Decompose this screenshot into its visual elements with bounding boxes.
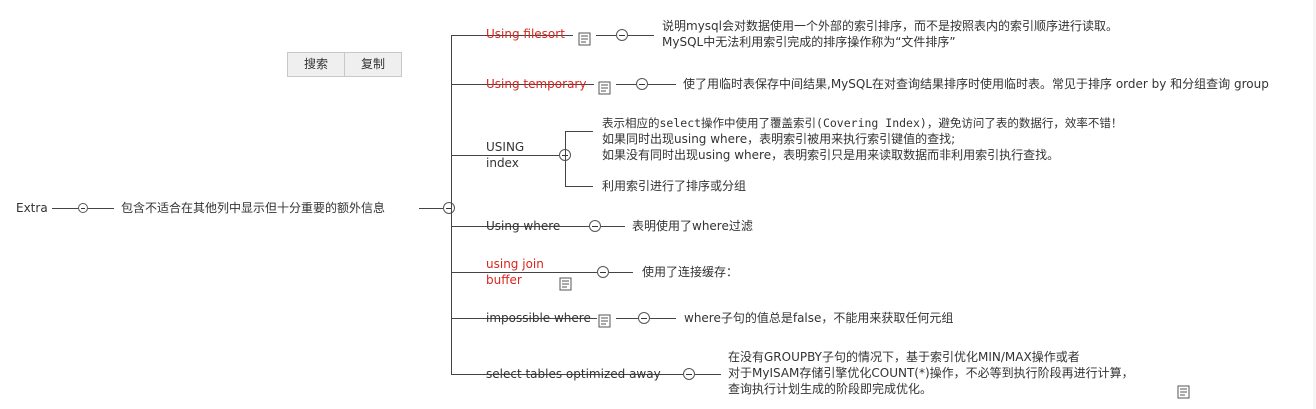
branch-using-join-buffer[interactable]: using join bbox=[486, 257, 544, 271]
collapse-icon[interactable] bbox=[589, 220, 601, 232]
connector bbox=[601, 226, 625, 227]
collapse-icon[interactable] bbox=[638, 312, 650, 324]
branch-using-join-buffer-line2[interactable]: buffer bbox=[486, 273, 522, 287]
branch-using-index[interactable]: USING bbox=[486, 140, 525, 154]
branch-description-line: 说明mysql会对数据使用一个外部的索引排序，而不是按照表内的索引顺序进行读取。 bbox=[662, 19, 1118, 33]
connector bbox=[695, 374, 721, 375]
vertical-scrollbar[interactable] bbox=[1313, 0, 1316, 409]
branch-impossible-where[interactable]: impossible where bbox=[486, 311, 591, 325]
copy-button[interactable]: 复制 bbox=[360, 57, 385, 71]
center-node[interactable]: 包含不适合在其他列中显示但十分重要的额外信息 bbox=[121, 201, 386, 215]
collapse-icon[interactable] bbox=[597, 266, 609, 278]
note-icon[interactable] bbox=[578, 32, 592, 46]
branch-description-line: 如果没有同时出现using where，表明索引只是用来读取数据而非利用索引执行… bbox=[602, 148, 1060, 162]
branch-description-line: where子句的值总是false，不能用来获取任何元组 bbox=[684, 311, 954, 325]
connector bbox=[451, 155, 559, 156]
connector bbox=[451, 272, 597, 273]
connector bbox=[616, 318, 638, 319]
branch-description-line: 使用了连接缓存： bbox=[642, 265, 739, 279]
branch-using-where[interactable]: Using where bbox=[486, 219, 561, 233]
connector bbox=[451, 226, 589, 227]
note-icon[interactable] bbox=[598, 81, 612, 95]
connector bbox=[609, 272, 633, 273]
connector bbox=[451, 374, 683, 375]
collapse-icon[interactable] bbox=[78, 203, 88, 213]
branch-using-temporary[interactable]: Using temporary bbox=[486, 77, 587, 91]
collapse-icon[interactable] bbox=[616, 29, 628, 41]
connector bbox=[88, 208, 114, 209]
connector bbox=[565, 131, 593, 132]
note-icon[interactable] bbox=[1177, 385, 1191, 399]
branch-description-line: 表明使用了where过滤 bbox=[632, 219, 753, 233]
branch-description-line: 表示相应的select操作中使用了覆盖索引(Covering Index)，避免… bbox=[602, 116, 1123, 130]
branch-description-line: 在没有GROUPBY子句的情况下，基于索引优化MIN/MAX操作或者 bbox=[728, 350, 1080, 364]
branch-description-line: 使了用临时表保存中间结果,MySQL在对查询结果排序时使用临时表。常见于排序 o… bbox=[683, 77, 1269, 91]
connector bbox=[565, 186, 593, 187]
connector bbox=[52, 208, 78, 209]
root-node[interactable]: Extra bbox=[16, 201, 48, 215]
collapse-icon[interactable] bbox=[443, 202, 455, 214]
connector bbox=[451, 35, 573, 36]
note-icon[interactable] bbox=[559, 277, 573, 291]
connector bbox=[628, 35, 654, 36]
branch-description-line: 对于MyISAM存储引擎优化COUNT(*)操作，不必等到执行阶段再进行计算， bbox=[728, 366, 1134, 380]
branch-using-index-line2[interactable]: index bbox=[486, 156, 519, 170]
branch-using-filesort[interactable]: Using filesort bbox=[486, 27, 565, 41]
connector bbox=[648, 84, 676, 85]
connector bbox=[451, 318, 597, 319]
connector bbox=[565, 131, 566, 186]
connector bbox=[419, 208, 443, 209]
collapse-icon[interactable] bbox=[683, 368, 695, 380]
collapse-icon[interactable] bbox=[636, 78, 648, 90]
search-button[interactable]: 搜索 bbox=[288, 53, 345, 76]
branch-description-line: 如果同时出现using where，表明索引被用来执行索引键值的查找; bbox=[602, 132, 956, 146]
connector bbox=[596, 35, 616, 36]
toolbar: 搜索 复制 bbox=[287, 52, 402, 77]
connector bbox=[451, 84, 594, 85]
connector bbox=[650, 318, 676, 319]
connector bbox=[616, 84, 636, 85]
branch-select-tables-optimized-away[interactable]: select tables optimized away bbox=[486, 367, 661, 381]
note-icon[interactable] bbox=[598, 314, 612, 328]
branch-description-line: 利用索引进行了排序或分组 bbox=[602, 179, 747, 193]
branch-description-line: 查询执行计划生成的阶段即完成优化。 bbox=[728, 382, 933, 396]
branch-description-line: MySQL中无法利用索引完成的排序操作称为“文件排序” bbox=[662, 35, 956, 49]
trunk-line bbox=[451, 35, 452, 374]
